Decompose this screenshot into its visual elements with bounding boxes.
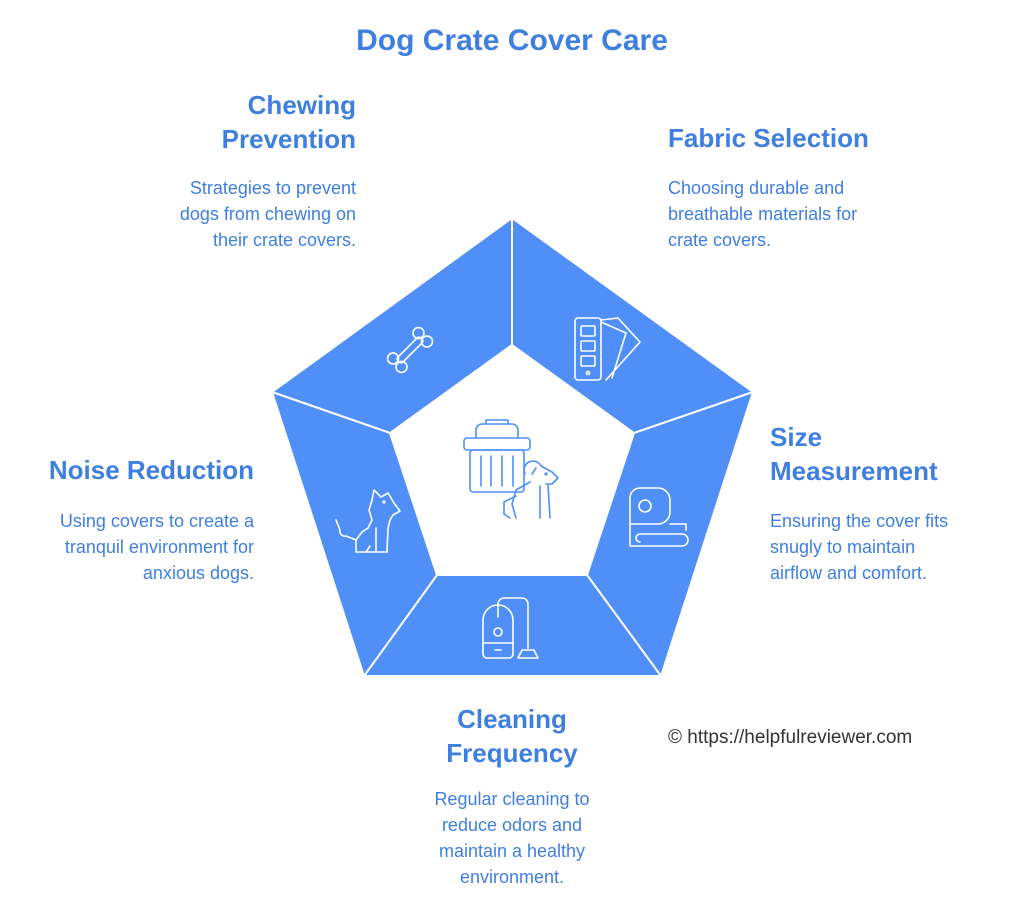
desc-line: anxious dogs. xyxy=(142,563,254,583)
bone-icon xyxy=(386,326,434,374)
heading-line: Size xyxy=(770,422,823,452)
dog-icon xyxy=(335,489,401,553)
heading-line: Prevention xyxy=(221,124,356,154)
fabric-selection-heading: Fabric Selection xyxy=(668,121,968,155)
crate-and-dog-icon xyxy=(463,419,559,519)
chewing-prevention-heading: Chewing Prevention xyxy=(150,88,356,156)
heading-line: Cleaning xyxy=(457,704,567,734)
desc-line: crate covers. xyxy=(668,230,772,250)
fabric-selection-description: Choosing durable and breathable material… xyxy=(668,175,948,253)
desc-line: Choosing durable and xyxy=(668,178,845,198)
desc-line: snugly to maintain xyxy=(770,537,916,557)
heading-line: Chewing xyxy=(247,90,356,120)
heading-line: Noise Reduction xyxy=(48,455,254,485)
tape-measure-icon xyxy=(629,487,689,547)
heading-line: Measurement xyxy=(770,456,938,486)
desc-line: tranquil environment for xyxy=(64,537,254,557)
cleaning-frequency-heading: Cleaning Frequency xyxy=(392,702,632,770)
desc-line: dogs from chewing on xyxy=(179,204,356,224)
desc-line: maintain a healthy xyxy=(438,841,586,861)
desc-line: Using covers to create a xyxy=(59,511,254,531)
desc-line: Regular cleaning to xyxy=(434,789,590,809)
size-measurement-description: Ensuring the cover fits snugly to mainta… xyxy=(770,508,1010,586)
desc-line: their crate covers. xyxy=(212,230,356,250)
size-measurement-heading: Size Measurement xyxy=(770,420,1010,488)
center-pentagon xyxy=(390,345,634,575)
desc-line: environment. xyxy=(459,867,565,887)
desc-line: breathable materials for xyxy=(668,204,858,224)
desc-line: Ensuring the cover fits xyxy=(770,511,949,531)
desc-line: Strategies to prevent xyxy=(189,178,356,198)
vacuum-icon xyxy=(482,597,539,659)
noise-reduction-description: Using covers to create a tranquil enviro… xyxy=(4,508,254,586)
noise-reduction-heading: Noise Reduction xyxy=(10,453,254,487)
heading-line: Fabric Selection xyxy=(668,123,869,153)
diagram-title: Dog Crate Cover Care xyxy=(356,24,668,57)
chewing-prevention-description: Strategies to prevent dogs from chewing … xyxy=(110,175,356,253)
desc-line: airflow and comfort. xyxy=(770,563,928,583)
swatch-icon xyxy=(574,317,641,381)
desc-line: reduce odors and xyxy=(441,815,583,835)
cleaning-frequency-description: Regular cleaning to reduce odors and mai… xyxy=(382,786,642,890)
copyright-notice: © https://helpfulreviewer.com xyxy=(668,727,913,748)
heading-line: Frequency xyxy=(446,738,578,768)
